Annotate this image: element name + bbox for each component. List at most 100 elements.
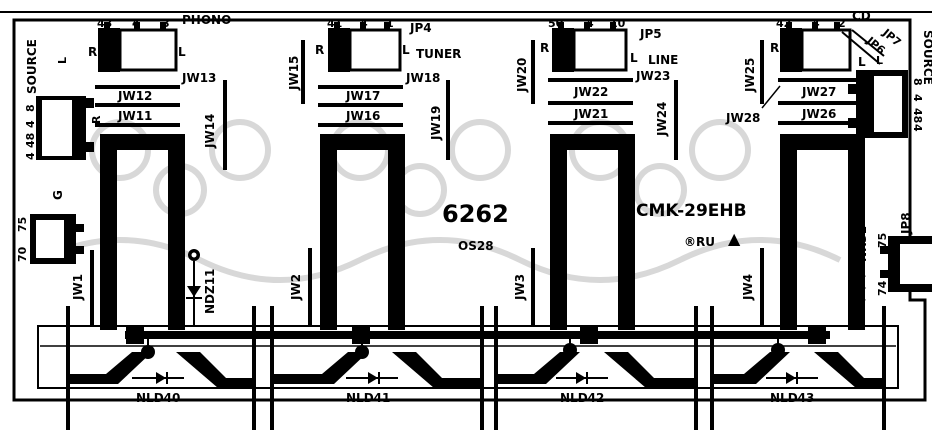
jw27-label: JW27	[801, 85, 836, 99]
cd-pin-3: 2	[838, 17, 846, 30]
jw13-label: JW13	[181, 71, 216, 85]
cd-label: CD	[852, 9, 871, 23]
bottom-bus	[125, 331, 830, 339]
jw24-label: JW24	[655, 102, 669, 137]
source-left-pin-4: 4	[24, 152, 37, 160]
part-number: CMK-29EHB	[636, 201, 747, 221]
ul-mark: ®RU	[684, 235, 715, 249]
board-code: OS28	[458, 239, 494, 253]
model-number: 6262	[442, 200, 509, 228]
phono-pin-2: 4	[132, 17, 140, 30]
source-left-pin-3: 48	[24, 133, 37, 148]
cd-pin-1: 42	[776, 17, 791, 30]
jw28-label: JW28	[725, 111, 760, 125]
jw2-label: JW2	[289, 274, 303, 301]
nld43-label: NLD43	[770, 391, 814, 405]
jw18-label: JW18	[405, 71, 440, 85]
connector-ground	[30, 214, 84, 264]
tuner-pin-2: 4	[360, 17, 368, 30]
phono-label: PHONO	[182, 13, 231, 27]
source-left-pin-1: 8	[24, 104, 37, 112]
connector-cd	[780, 22, 885, 72]
jw15-label: JW15	[287, 56, 301, 91]
source-right-pin-1: 8	[911, 78, 924, 86]
jw14-label: JW14	[203, 114, 217, 149]
line-r-label: R	[540, 41, 549, 55]
warning-triangle-icon: ▲	[728, 229, 741, 248]
jw25-label: JW25	[743, 58, 757, 93]
jw19-label: JW19	[429, 106, 443, 141]
jp8-pin-2: 74	[876, 280, 889, 296]
led-group-nld40	[68, 338, 252, 388]
jw3-label: JW3	[513, 274, 527, 301]
line-pin-2: 4	[586, 17, 594, 30]
connector-jp8	[880, 236, 932, 292]
phono-pin-1: 43	[97, 17, 112, 30]
resistor-nr31	[849, 250, 867, 326]
jw26-label: JW26	[801, 107, 836, 121]
tuner-pin-1: 41	[327, 17, 342, 30]
source-right-l-side: L	[876, 54, 883, 67]
connector-tuner	[328, 22, 402, 72]
source-right-label: SOURCE	[921, 30, 932, 85]
line-pin-3: 10	[610, 17, 626, 30]
cd-pin-2: 4	[812, 17, 820, 30]
source-left-l: L	[56, 57, 69, 64]
jw16-label: JW16	[345, 109, 380, 123]
jp8-pin-1: 75	[876, 233, 889, 248]
phono-pin-3: 3	[162, 17, 170, 30]
jw22-label: JW22	[573, 85, 608, 99]
nr31-label: NR31	[855, 226, 869, 262]
jumper-bars	[95, 78, 863, 127]
source-right-pin-3: 48	[911, 108, 924, 123]
jw20-label: JW20	[515, 58, 529, 93]
jw4-label: JW4	[741, 274, 755, 301]
vertical-legs	[66, 306, 886, 430]
source-right-r-side: R	[858, 128, 867, 141]
phono-l-label: L	[178, 45, 186, 59]
source-left-label: SOURCE	[25, 39, 39, 94]
cd-r-label: R	[770, 41, 779, 55]
connector-phono	[98, 22, 178, 72]
board-outline	[12, 18, 927, 402]
line-label: LINE	[648, 53, 678, 67]
nld41-label: NLD41	[346, 391, 390, 405]
jw23-label: JW23	[635, 69, 670, 83]
jp5-label: JP5	[639, 27, 662, 41]
jw17-label: JW17	[345, 89, 380, 103]
jw1-label: JW1	[71, 274, 85, 301]
tuner-label: TUNER	[416, 47, 461, 61]
vertical-jumpers	[90, 40, 764, 326]
connector-source-left	[36, 96, 94, 160]
connector-line	[552, 22, 628, 72]
jp8-label: JP8	[899, 212, 913, 235]
source-right-pin-4: 4	[911, 124, 924, 132]
channel-traces	[100, 134, 865, 344]
line-pin-1: 50	[548, 17, 564, 30]
nld40-label: NLD40	[136, 391, 180, 405]
line-l-label: L	[630, 51, 638, 65]
source-left-pin-2: 4	[24, 120, 37, 128]
tuner-l-label: L	[402, 43, 410, 57]
jw12-label: JW12	[117, 89, 152, 103]
ground-pin-1: 70	[16, 246, 29, 262]
ground-label: G	[51, 190, 65, 200]
tuner-pin-3: 1	[386, 17, 394, 30]
led-group-nld41	[274, 338, 480, 388]
jw11-label: JW11	[117, 109, 152, 123]
nld42-label: NLD42	[560, 391, 604, 405]
phono-r-label: R	[88, 45, 97, 59]
led-group-nld43	[714, 338, 882, 388]
jw28-leader	[761, 85, 781, 109]
connector-source-right	[848, 70, 908, 138]
source-right-pin-2: 4	[911, 94, 924, 102]
jw21-label: JW21	[573, 107, 608, 121]
ndz11-label: NDZ11	[203, 269, 217, 314]
zener-ndz11	[186, 249, 202, 326]
cd-l-label: L	[858, 55, 866, 69]
led-group-nld42	[498, 338, 694, 388]
source-left-r: R	[90, 115, 103, 124]
ground-pin-2: 75	[16, 217, 29, 232]
